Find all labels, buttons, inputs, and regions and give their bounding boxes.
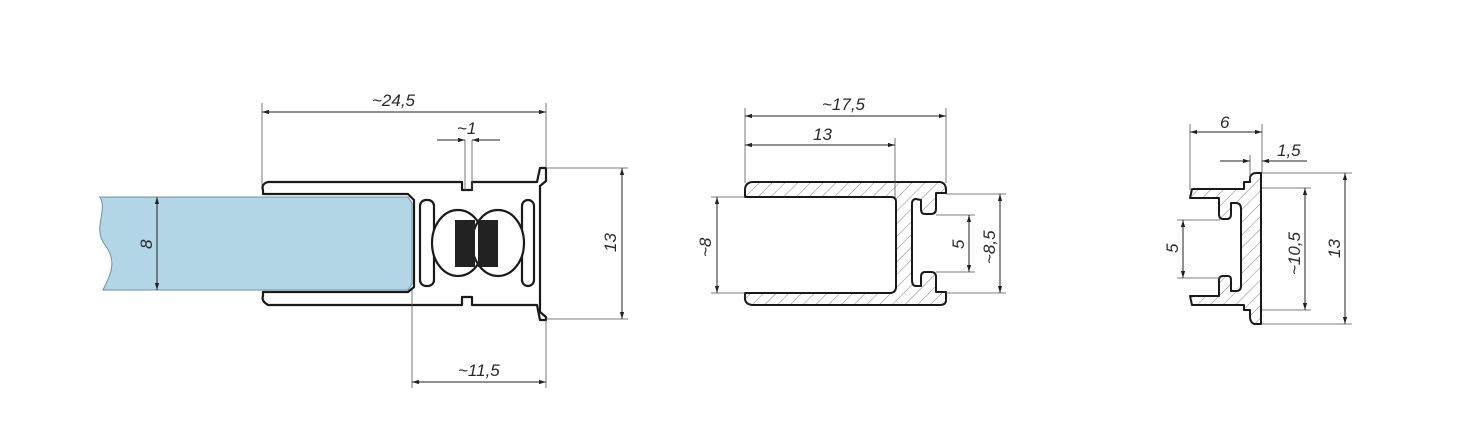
dim-overall-width: ~17,5	[822, 95, 866, 114]
t-profile: 6 1,5 5 ~10,5 13	[1163, 113, 1352, 325]
u-channel-profile: ~17,5 13 ~8 5 ~8,5	[696, 95, 1006, 306]
u-channel-section	[743, 181, 947, 306]
magnet-right	[478, 220, 498, 267]
dim-height: 13	[1325, 239, 1344, 258]
dim-gap: ~1	[457, 119, 476, 138]
dim-glass-thickness: 8	[137, 239, 156, 249]
dim-inner-width: 13	[813, 125, 832, 144]
dim-slot-gap: 5	[949, 239, 968, 249]
dim-slot-gap: 5	[1163, 243, 1182, 253]
dim-inner-height: ~8	[696, 237, 715, 257]
glass-panel	[99, 196, 413, 291]
profile-top-rail	[261, 166, 548, 322]
magnetic-profile-assembly: ~24,5 ~1 13 ~11,5 8	[99, 91, 628, 388]
dim-width: 6	[1220, 113, 1230, 132]
t-profile-section	[1189, 172, 1262, 325]
dim-height: 13	[601, 233, 620, 252]
dim-magnet-width: ~11,5	[458, 361, 500, 380]
magnet-left	[455, 220, 475, 267]
dim-outer-height: ~8,5	[980, 230, 999, 264]
dim-overall-width: ~24,5	[372, 91, 416, 110]
dim-flange-thickness: 1,5	[1277, 141, 1301, 160]
dim-inner-height: ~10,5	[1285, 231, 1304, 275]
